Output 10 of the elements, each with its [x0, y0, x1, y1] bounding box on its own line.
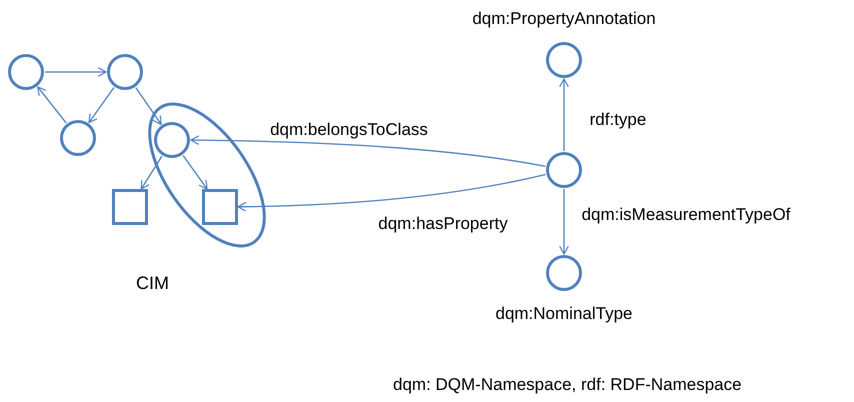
arrow [237, 174, 546, 212]
arrow [190, 135, 546, 168]
node-label: dqm:NominalType [495, 303, 632, 325]
arrow [45, 66, 107, 78]
node-label: dqm:PropertyAnnotation [472, 8, 656, 30]
note: dqm: DQM-Namespace, rdf: RDF-Namespace [393, 374, 742, 396]
arrow [558, 78, 570, 151]
arrow [558, 189, 570, 255]
node-label: CIM [136, 272, 169, 294]
arrow [140, 156, 162, 190]
